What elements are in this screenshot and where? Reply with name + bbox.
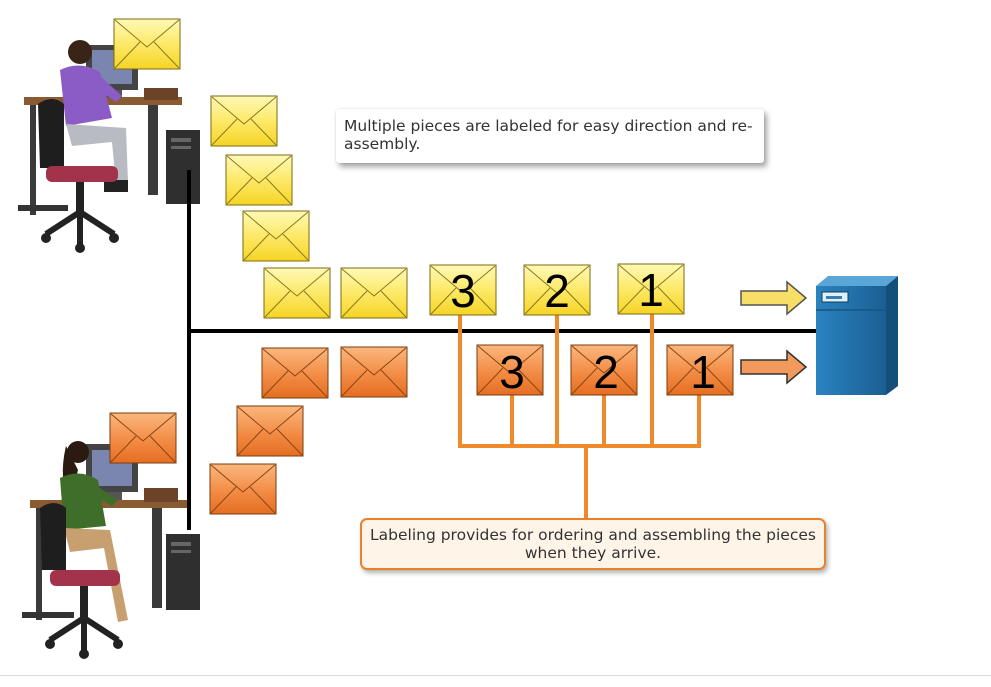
- envelope-icon: [225, 154, 293, 206]
- divider: [0, 675, 991, 676]
- orange-piece-label: 2: [593, 346, 619, 398]
- arrow-right-icon: [740, 280, 808, 316]
- envelope-icon: [263, 267, 331, 319]
- envelope-icon: [109, 412, 177, 464]
- yellow-piece-label: 1: [638, 264, 664, 316]
- callout-labeling-text: Labeling provides for ordering and assem…: [370, 526, 816, 562]
- orange-piece-label: 1: [690, 346, 716, 398]
- envelope-icon: [242, 210, 310, 262]
- arrow-right-icon: [740, 349, 808, 385]
- orange-piece-label: 3: [499, 346, 525, 398]
- envelope-icon: [236, 405, 304, 457]
- labeling-bracket: [458, 314, 701, 520]
- envelope-icon: [340, 267, 408, 319]
- envelope-icon: [210, 95, 278, 147]
- callout-multiple-pieces-text: Multiple pieces are labeled for easy dir…: [344, 117, 753, 153]
- envelope-icon: [209, 463, 277, 515]
- envelope-icon: [113, 18, 181, 70]
- envelope-icon: [340, 346, 408, 398]
- callout-labeling: Labeling provides for ordering and assem…: [360, 518, 826, 570]
- callout-multiple-pieces: Multiple pieces are labeled for easy dir…: [336, 109, 764, 163]
- yellow-piece-label: 3: [450, 265, 476, 317]
- sender-bottom-computer-icon: [22, 441, 200, 659]
- server-icon: [816, 276, 898, 395]
- yellow-message-pieces: 3 2 1: [113, 18, 685, 319]
- envelope-icon: [261, 347, 329, 399]
- sender-top-computer-icon: [18, 40, 200, 253]
- orange-message-pieces: 3 2 1: [109, 344, 734, 515]
- yellow-piece-label: 2: [544, 265, 570, 317]
